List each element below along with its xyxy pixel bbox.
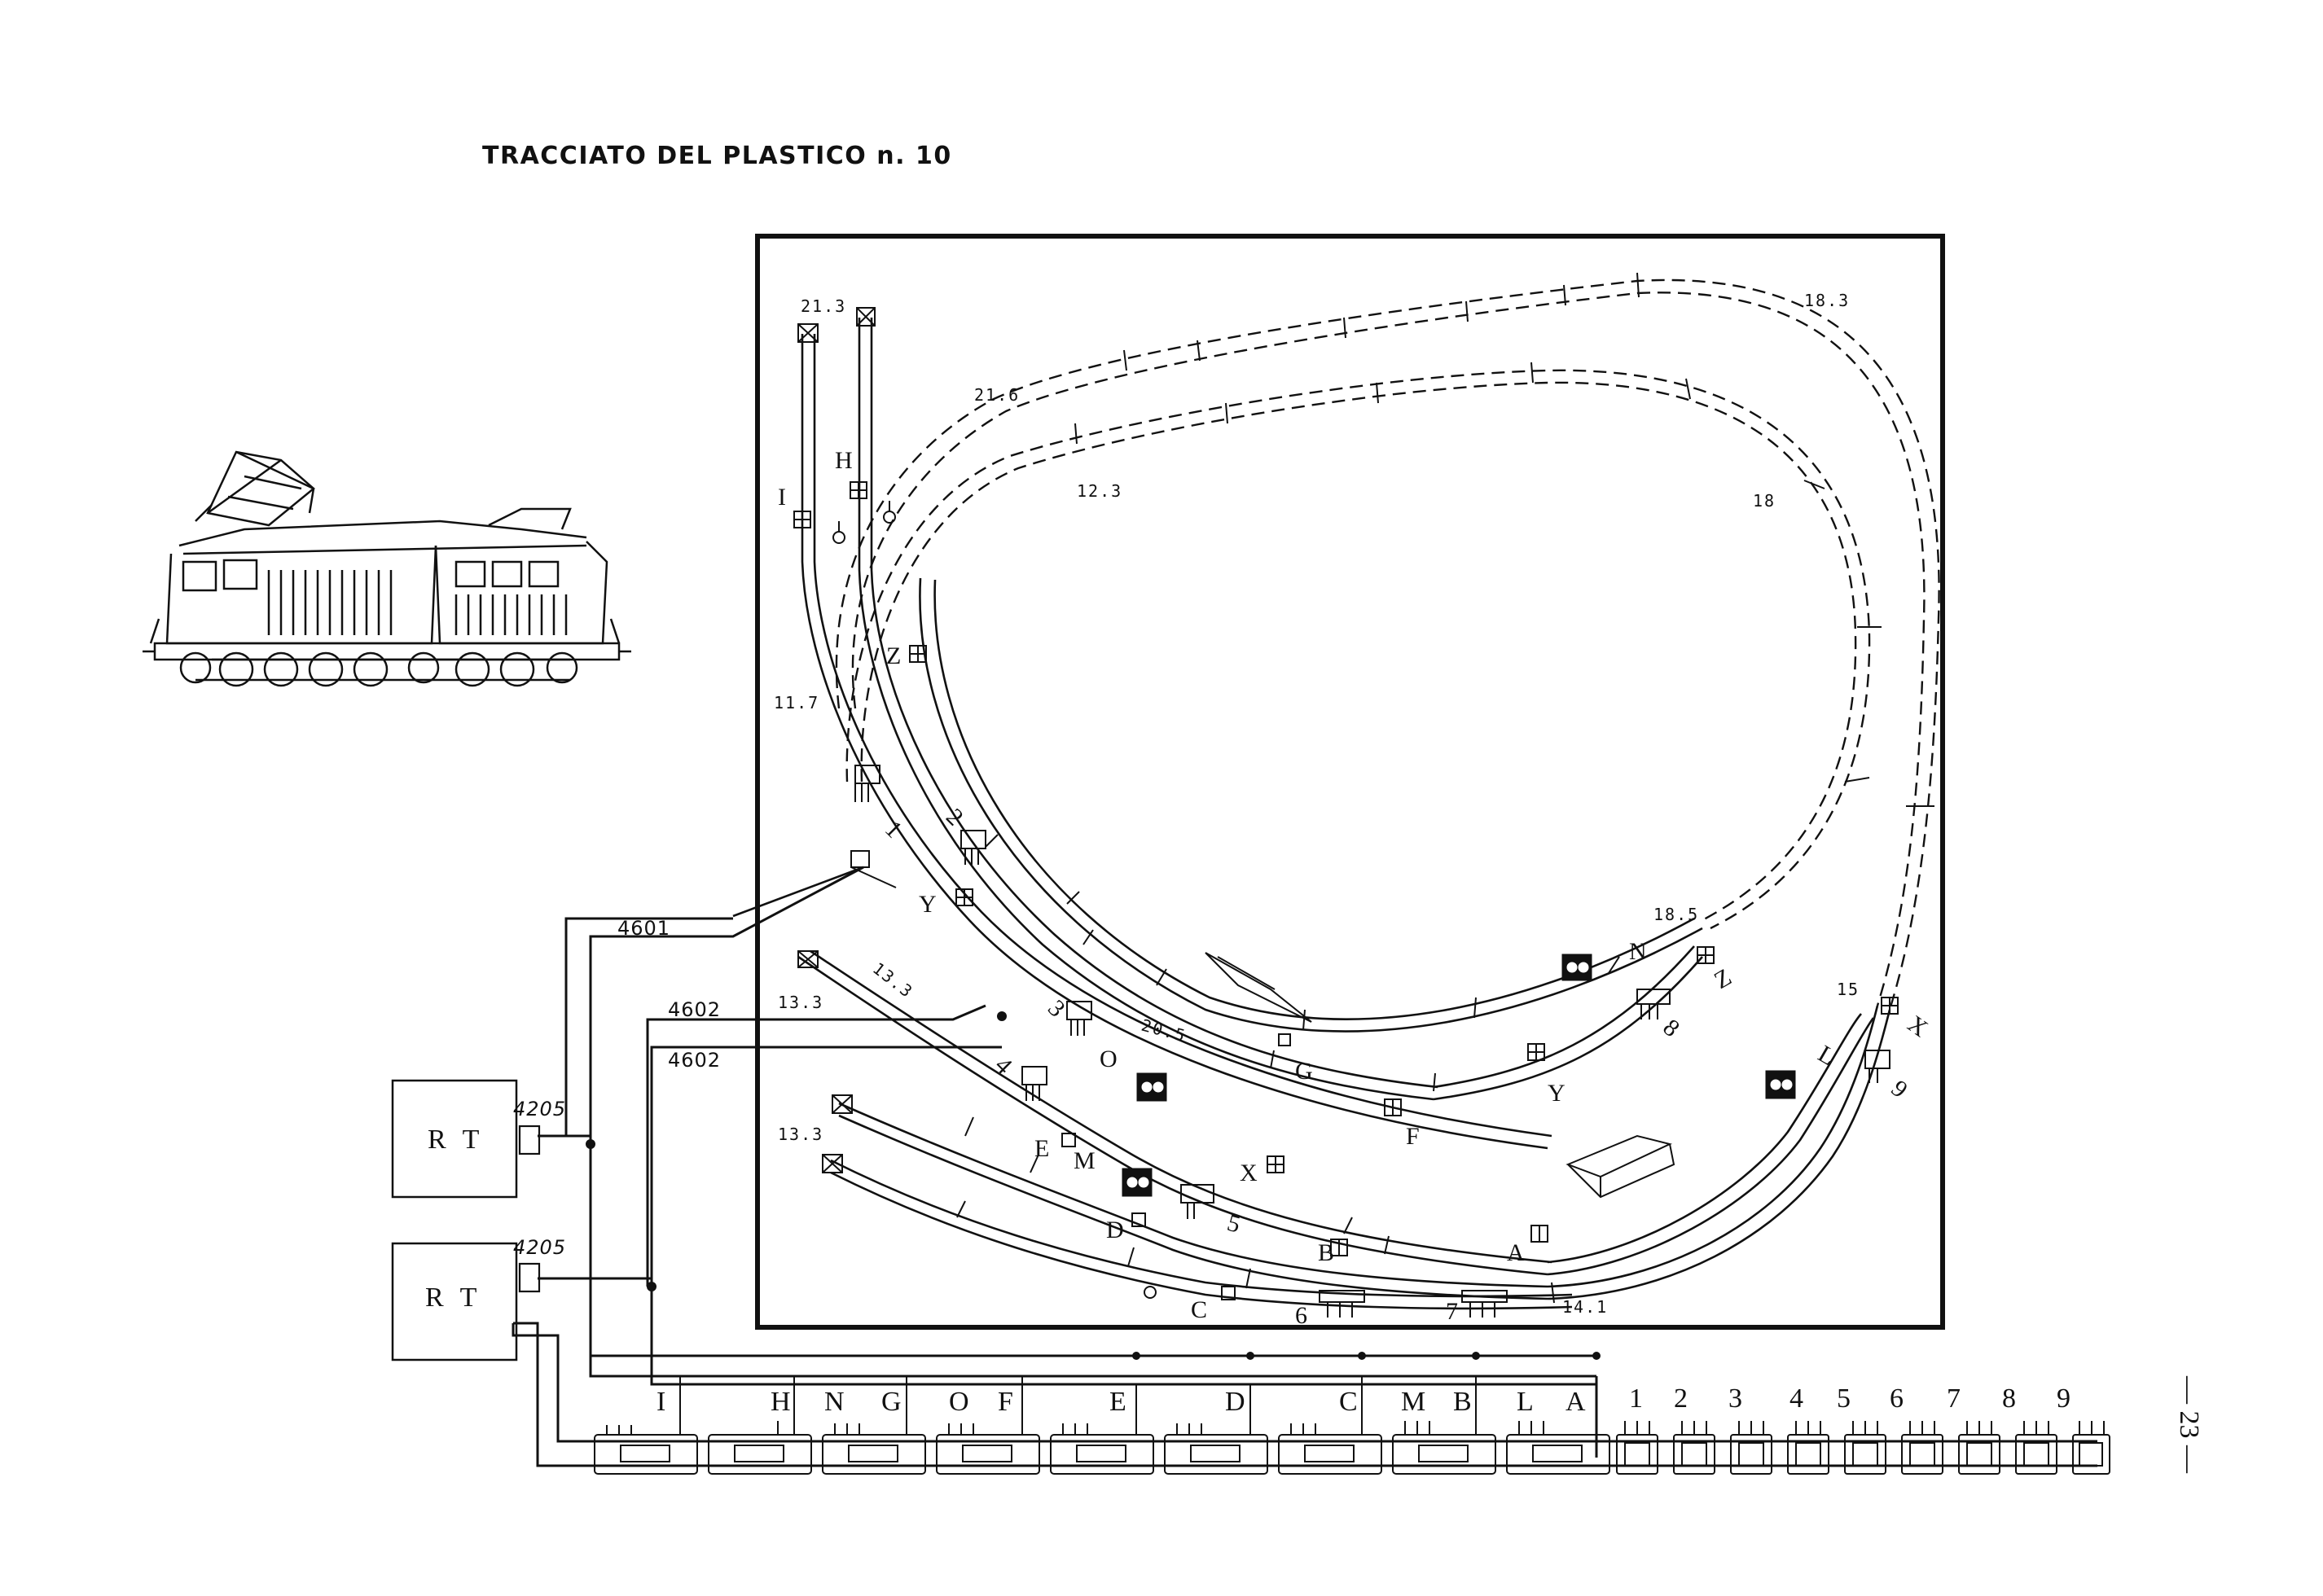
rt-unit-1: R T [391, 1079, 541, 1199]
section-label: 11.7 [774, 693, 819, 712]
baseboard-frame [755, 234, 1945, 1330]
panel-number-labels: 1 2 3 4 5 6 7 8 9 [1629, 1383, 2070, 1414]
track-network [732, 272, 1940, 1318]
panel-label-F: F [998, 1387, 1013, 1417]
panel-label-1: 1 [1629, 1383, 1643, 1414]
signal-label-C: C [1191, 1296, 1207, 1323]
section-labels: 21.3 21.6 12.3 18.3 18 11.7 18.5 15 13.3… [774, 291, 1860, 1317]
signal-label-Y: Y [919, 891, 937, 918]
section-label: 14.1 [1562, 1297, 1608, 1317]
switch-label-8: 8 [1658, 1014, 1685, 1042]
signal-labels: I H Z N Z Y Y G F L X X O E M D C B A [778, 447, 1933, 1323]
connector-label-4205: 4205 [513, 1098, 566, 1120]
section-label: 21.3 [801, 296, 846, 316]
panel-label-O: O [949, 1387, 969, 1417]
section-label: 21.6 [974, 385, 1020, 405]
signal-label-H: H [835, 447, 853, 474]
page-title: TRACCIATO DEL PLASTICO n. 10 [482, 142, 952, 170]
panel-label-5: 5 [1837, 1383, 1851, 1414]
signal-label-F: F [1406, 1123, 1420, 1150]
signal-label-Z: Z [886, 642, 901, 669]
signal-label-L: L [1814, 1040, 1840, 1071]
switch-label-7: 7 [1446, 1298, 1458, 1325]
panel-label-D: D [1225, 1387, 1245, 1417]
panel-letter-labels: I H N G O F E D C M B L A [656, 1387, 1586, 1417]
panel-label-6: 6 [1890, 1383, 1904, 1414]
panel-label-M: M [1401, 1387, 1425, 1417]
panel-label-3: 3 [1728, 1383, 1742, 1414]
signal-label-I: I [778, 484, 786, 511]
panel-label-8: 8 [2002, 1383, 2016, 1414]
panel-label-N: N [824, 1387, 845, 1417]
panel-label-B: B [1453, 1387, 1472, 1417]
wire-label-4602: 4602 [668, 998, 721, 1021]
signal-label-Y: Y [1548, 1080, 1566, 1107]
panel-label-G: G [881, 1387, 902, 1417]
signal-label-B: B [1318, 1239, 1334, 1266]
signal-label-D: D [1106, 1217, 1124, 1243]
switch-label-5: 5 [1224, 1209, 1243, 1239]
section-label: 18.5 [1653, 905, 1699, 924]
panel-label-7: 7 [1947, 1383, 1961, 1414]
locomotive-illustration [143, 450, 631, 687]
section-label: 18 [1753, 491, 1776, 511]
connector-label-4205: 4205 [513, 1236, 566, 1259]
panel-label-2: 2 [1674, 1383, 1688, 1414]
rt-unit-2: R T [391, 1242, 541, 1361]
switch-label-6: 6 [1295, 1302, 1307, 1329]
panel-label-C: C [1339, 1387, 1358, 1417]
signal-label-E: E [1034, 1135, 1049, 1162]
section-label: 13.3 [778, 1125, 823, 1144]
signal-label-Z: Z [1710, 963, 1736, 994]
section-label: 18.3 [1804, 291, 1850, 310]
section-label: 15 [1837, 980, 1860, 999]
signal-label-M: M [1074, 1147, 1096, 1174]
panel-label-L: L [1517, 1387, 1534, 1417]
panel-label-I: I [656, 1387, 665, 1417]
section-label: 13.3 [778, 993, 823, 1012]
switch-label-3: 3 [1043, 995, 1070, 1023]
panel-label-4: 4 [1789, 1383, 1803, 1414]
panel-label-E: E [1109, 1387, 1126, 1417]
wire-label-4602: 4602 [668, 1049, 721, 1072]
signal-label-G: G [1295, 1058, 1313, 1085]
goods-shed [1566, 1134, 1675, 1199]
signal-label-X: X [1240, 1160, 1258, 1186]
panel-label-9: 9 [2057, 1383, 2070, 1414]
rt-label: R T [428, 1125, 484, 1155]
wire-label-4601: 4601 [617, 917, 670, 940]
station-building [1205, 952, 1312, 1023]
control-wiring [512, 866, 1601, 1467]
switch-label-9: 9 [1886, 1075, 1913, 1103]
panel-label-A: A [1566, 1387, 1586, 1417]
panel-label-H: H [771, 1387, 791, 1417]
control-panel-row [594, 1421, 2110, 1475]
signal-label-X: X [1903, 1011, 1933, 1043]
signal-label-N: N [1629, 938, 1647, 965]
section-label: 12.3 [1077, 481, 1122, 501]
signal-label-O: O [1100, 1046, 1118, 1072]
signal-label-A: A [1507, 1239, 1525, 1266]
rt-label: R T [425, 1282, 481, 1313]
